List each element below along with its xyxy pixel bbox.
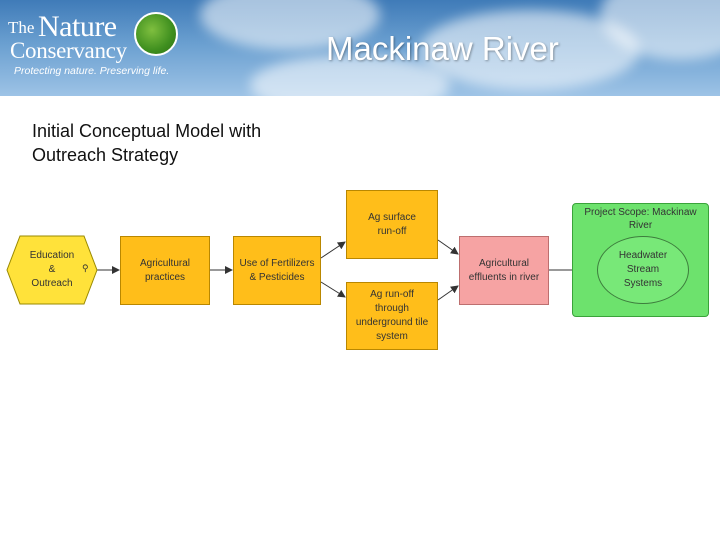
node-tile-runoff[interactable]: Ag run-off through underground tile syst… xyxy=(346,282,438,350)
strategy-hexagon[interactable]: Education & Outreach ⚲ xyxy=(6,235,98,305)
arrow-tile-to-effluents xyxy=(437,285,459,301)
strategy-label: Education & Outreach xyxy=(29,250,75,289)
node-agricultural-practices[interactable]: Agricultural practices xyxy=(120,236,210,305)
arrow-fertilizers-to-surface xyxy=(320,241,346,259)
logo-text-conservancy: Conservancy xyxy=(10,38,127,63)
node-fertilizers-pesticides[interactable]: Use of Fertilizers & Pesticides xyxy=(233,236,321,305)
logo-text-the: The xyxy=(8,18,35,37)
link-icon: ⚲ xyxy=(82,263,89,273)
slide-subtitle: Initial Conceptual Model with Outreach S… xyxy=(32,121,262,165)
cloud-decoration xyxy=(250,55,450,96)
arrow-surface-to-effluents xyxy=(437,239,459,255)
project-scope-box[interactable]: Project Scope: Mackinaw River Headwater … xyxy=(572,203,709,317)
logo-tagline: Protecting nature. Preserving life. xyxy=(14,65,170,77)
node-agricultural-effluents[interactable]: Agricultural effluents in river xyxy=(459,236,549,305)
page-title: Mackinaw River xyxy=(326,30,559,67)
hexagon-shape xyxy=(6,235,98,305)
header-banner: The Nature Conservancy Protecting nature… xyxy=(0,0,720,96)
arrow-fertilizers-to-tile xyxy=(320,281,346,298)
nature-conservancy-logo[interactable]: The Nature Conservancy Protecting nature… xyxy=(0,0,190,96)
project-scope-label: Project Scope: Mackinaw River xyxy=(584,207,697,231)
node-surface-runoff[interactable]: Ag surface run-off xyxy=(346,190,438,259)
globe-icon xyxy=(134,12,178,56)
target-headwater-stream[interactable]: Headwater Stream Systems xyxy=(597,236,689,304)
logo-text-nature: Nature xyxy=(38,10,117,43)
